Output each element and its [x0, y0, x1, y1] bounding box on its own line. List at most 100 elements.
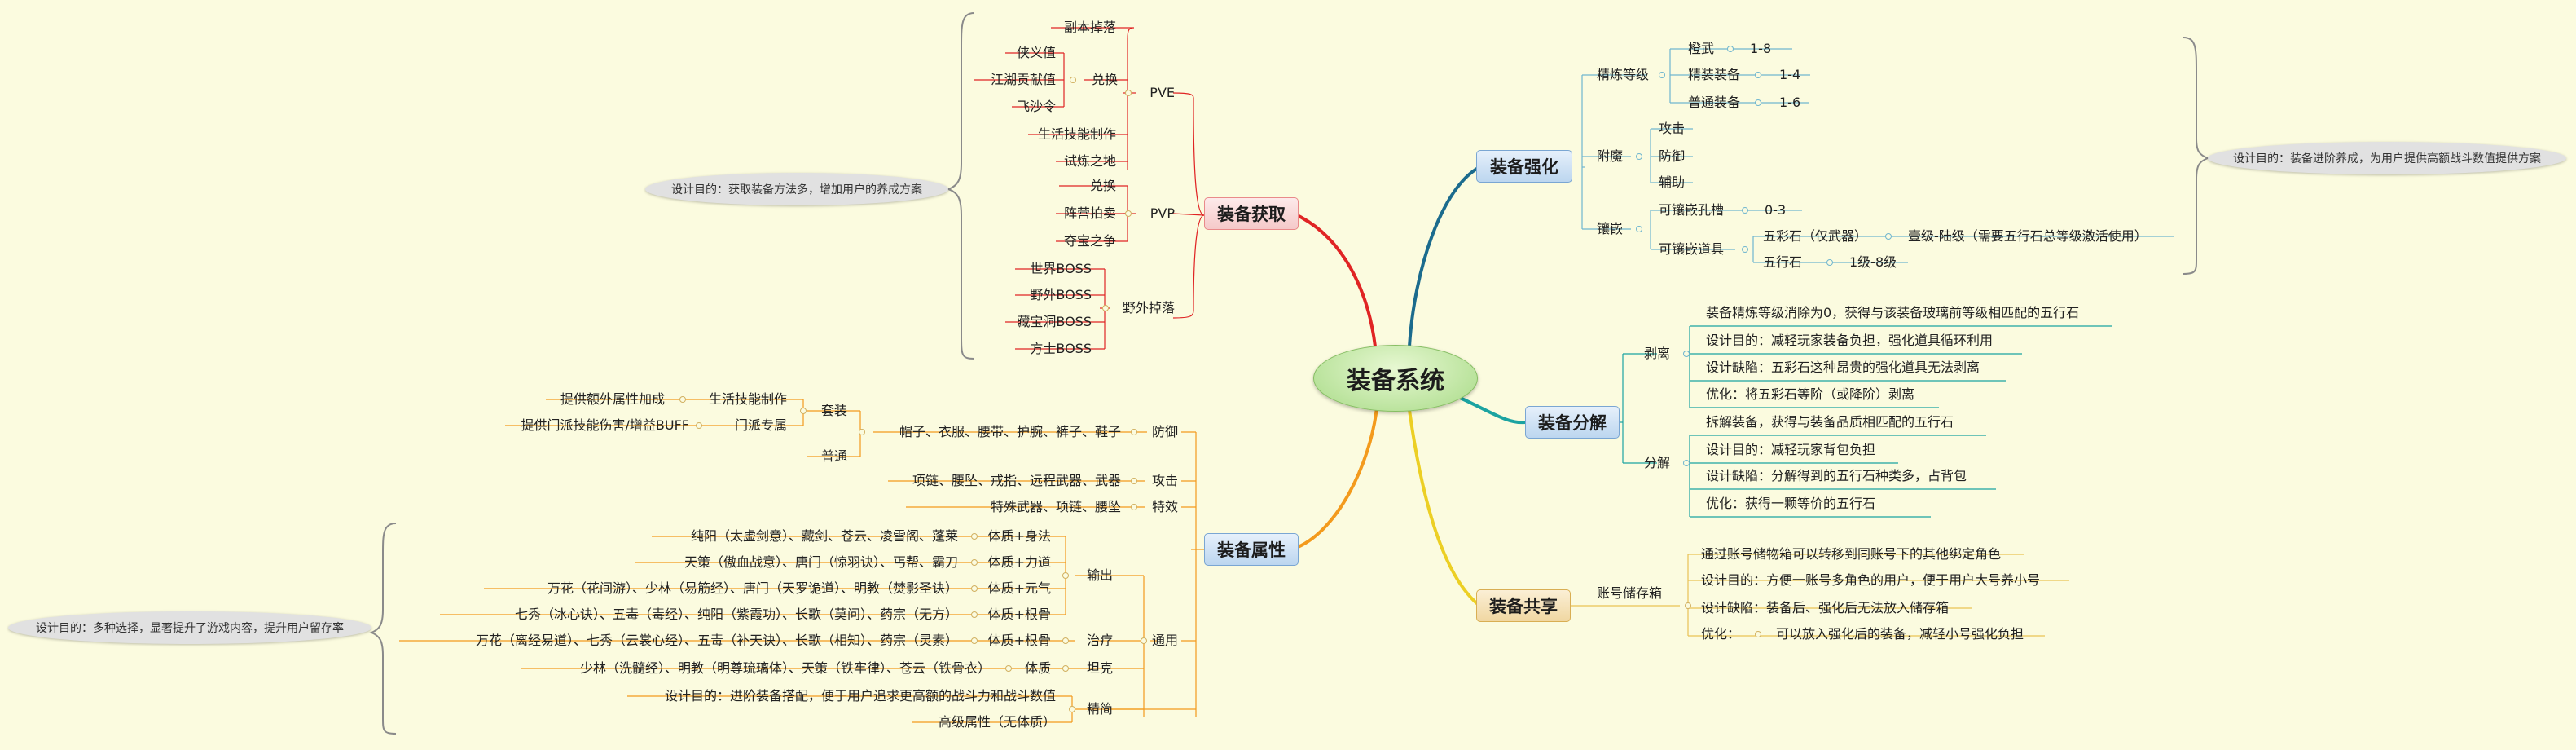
collapse-toggle[interactable]: [1069, 706, 1075, 712]
node-pve[interactable]: PVE: [1150, 85, 1175, 100]
leaf-heal-schools[interactable]: 万花（离经易道）、七秀（云裳心经）、五毒（补天诀）、长歌（相知）、药宗（灵素）: [475, 633, 958, 648]
leaf-share-purpose[interactable]: 设计目的：方便一账号多角色的用户，便于用户大号养小号: [1701, 572, 2041, 588]
callout-enhance[interactable]: 设计目的：装备进阶养成，为用户提供高额战斗数值提供方案: [2208, 142, 2566, 174]
leaf-special[interactable]: 特效: [1151, 499, 1178, 514]
collapse-toggle[interactable]: [1727, 46, 1734, 52]
leaf-normal-equip[interactable]: 普通装备: [1688, 95, 1741, 110]
collapse-toggle[interactable]: [1125, 210, 1132, 217]
topic-share[interactable]: 装备共享: [1476, 589, 1571, 622]
leaf-schools-agility[interactable]: 纯阳（太虚剑意）、藏剑、苍云、凌雪阁、蓬莱: [690, 528, 958, 544]
collapse-toggle[interactable]: [1683, 351, 1690, 357]
leaf-pvp-exchange[interactable]: 兑换: [1089, 178, 1116, 193]
collapse-toggle[interactable]: [1131, 478, 1137, 484]
node-refine[interactable]: 精简: [1086, 701, 1113, 717]
collapse-toggle[interactable]: [1062, 665, 1069, 672]
leaf-strip-optimize[interactable]: 优化：将五彩石等阶（或降阶）剥离: [1706, 386, 1915, 402]
leaf-attack[interactable]: 攻击: [1151, 473, 1178, 488]
collapse-toggle[interactable]: [1131, 429, 1137, 435]
leaf-treasure-fight[interactable]: 夺宝之争: [1063, 233, 1116, 249]
leaf-orange-weapon[interactable]: 橙武: [1688, 41, 1715, 56]
leaf-stat-agility[interactable]: 体质+身法: [987, 528, 1051, 544]
leaf-inlay-slots[interactable]: 可镶嵌孔槽: [1659, 202, 1725, 218]
collapse-toggle[interactable]: [1102, 305, 1109, 311]
leaf-defense[interactable]: 防御: [1151, 424, 1178, 439]
collapse-toggle[interactable]: [1755, 72, 1761, 78]
leaf-split-flaw[interactable]: 设计缺陷：分解得到的五行石种类多，占背包: [1706, 468, 1967, 483]
node-strip[interactable]: 剥离: [1644, 346, 1671, 361]
collapse-toggle[interactable]: [971, 611, 978, 618]
leaf-tank-stat[interactable]: 体质: [1024, 660, 1051, 676]
collapse-toggle[interactable]: [1141, 638, 1147, 644]
leaf-stat-spirit[interactable]: 体质+元气: [987, 580, 1051, 596]
node-suit[interactable]: 套装: [820, 403, 847, 418]
leaf-faction-auction[interactable]: 阵营拍卖: [1063, 205, 1116, 221]
leaf-orange-weapon-range[interactable]: 1-8: [1750, 41, 1772, 56]
leaf-suit-school[interactable]: 门派专属: [734, 417, 787, 433]
leaf-suit-life-craft-note[interactable]: 提供额外属性加成: [560, 391, 665, 407]
leaf-attack-items[interactable]: 项链、腰坠、戒指、远程武器、武器: [912, 473, 1121, 488]
leaf-split-optimize[interactable]: 优化：获得一颗等价的五行石: [1706, 496, 1876, 511]
topic-attr[interactable]: 装备属性: [1204, 533, 1299, 566]
leaf-schools-strength[interactable]: 天策（傲血战意）、唐门（惊羽诀）、丐帮、霸刀: [684, 554, 958, 570]
leaf-fine-equip[interactable]: 精装装备: [1688, 67, 1741, 82]
leaf-fivestone[interactable]: 五行石: [1763, 254, 1803, 270]
leaf-fivestone-range[interactable]: 1级-8级: [1849, 254, 1897, 270]
leaf-dungeon-drop[interactable]: 副本掉落: [1063, 20, 1116, 35]
node-tank[interactable]: 坦克: [1086, 660, 1113, 676]
leaf-schools-root[interactable]: 七秀（冰心诀）、五毒（毒经）、纯阳（紫霞功）、长歌（莫问）、药宗（无方）: [514, 607, 958, 622]
collapse-toggle[interactable]: [1636, 153, 1642, 160]
collapse-toggle[interactable]: [696, 422, 702, 429]
leaf-strip-purpose[interactable]: 设计目的：减轻玩家装备负担，强化道具循环利用: [1706, 333, 1994, 348]
leaf-fine-equip-range[interactable]: 1-4: [1779, 67, 1801, 82]
collapse-toggle[interactable]: [859, 429, 865, 435]
leaf-heal-stat[interactable]: 体质+根骨: [987, 633, 1051, 648]
leaf-refine-advanced[interactable]: 高级属性（无体质）: [938, 714, 1056, 730]
leaf-trial[interactable]: 试炼之地: [1063, 153, 1116, 169]
node-account-storage[interactable]: 账号储存箱: [1597, 585, 1663, 601]
leaf-share-optimize[interactable]: 可以放入强化后的装备，减轻小号强化负担: [1776, 626, 2024, 642]
callout-attr[interactable]: 设计目的：多种选择，显著提升了游戏内容，提升用户留存率: [8, 611, 371, 644]
leaf-stat-root[interactable]: 体质+根骨: [987, 607, 1051, 622]
leaf-exchange[interactable]: 兑换: [1091, 72, 1118, 87]
leaf-suit-school-note[interactable]: 提供门派技能伤害/增益BUFF: [521, 417, 690, 433]
topic-decompose[interactable]: 装备分解: [1525, 406, 1620, 439]
collapse-toggle[interactable]: [1636, 226, 1642, 232]
leaf-contribution[interactable]: 江湖贡献值: [990, 72, 1056, 87]
leaf-alchemist-boss[interactable]: 方士BOSS: [1030, 341, 1092, 356]
collapse-toggle[interactable]: [971, 533, 978, 540]
collapse-toggle[interactable]: [1683, 460, 1690, 466]
leaf-share-flaw[interactable]: 设计缺陷：装备后、强化后无法放入储存箱: [1701, 600, 1950, 615]
collapse-toggle[interactable]: [1826, 259, 1833, 266]
leaf-normal-equip-range[interactable]: 1-6: [1779, 95, 1801, 110]
collapse-toggle[interactable]: [800, 408, 807, 414]
collapse-toggle[interactable]: [1755, 631, 1761, 638]
leaf-world-boss[interactable]: 世界BOSS: [1030, 261, 1092, 276]
collapse-toggle[interactable]: [1885, 233, 1892, 240]
leaf-cave-boss[interactable]: 藏宝洞BOSS: [1017, 314, 1092, 329]
leaf-colorstone-note[interactable]: 壹级-陆级（需要五行石总等级激活使用）: [1908, 228, 2147, 244]
collapse-toggle[interactable]: [679, 396, 686, 403]
leaf-stat-strength[interactable]: 体质+力道: [987, 554, 1051, 570]
collapse-toggle[interactable]: [971, 585, 978, 592]
leaf-special-items[interactable]: 特殊武器、项链、腰坠: [990, 499, 1121, 514]
callout-acquire[interactable]: 设计目的：获取装备方法多，增加用户的养成方案: [645, 173, 948, 205]
node-refine-level[interactable]: 精炼等级: [1597, 67, 1650, 82]
leaf-strip-desc[interactable]: 装备精炼等级消除为0，获得与该装备玻璃前等级相匹配的五行石: [1706, 305, 2080, 320]
leaf-strip-flaw[interactable]: 设计缺陷：五彩石这种昂贵的强化道具无法剥离: [1706, 360, 1980, 375]
node-general[interactable]: 通用: [1151, 633, 1178, 648]
node-split[interactable]: 分解: [1644, 455, 1671, 470]
node-pvp[interactable]: PVP: [1150, 205, 1175, 221]
leaf-colorstone[interactable]: 五彩石（仅武器）: [1763, 228, 1868, 244]
leaf-field-boss[interactable]: 野外BOSS: [1030, 287, 1092, 302]
collapse-toggle[interactable]: [1685, 602, 1691, 609]
leaf-split-desc[interactable]: 拆解装备，获得与装备品质相匹配的五行石: [1706, 414, 1954, 430]
topic-acquire[interactable]: 装备获取: [1204, 197, 1299, 230]
leaf-share-optimize-label[interactable]: 优化：: [1701, 626, 1741, 642]
leaf-enchant-defense[interactable]: 防御: [1659, 148, 1686, 164]
leaf-refine-purpose[interactable]: 设计目的：进阶装备搭配，便于用户追求更高额的战斗力和战斗数值: [664, 688, 1056, 704]
collapse-toggle[interactable]: [1755, 99, 1761, 106]
leaf-share-desc[interactable]: 通过账号储物箱可以转移到同账号下的其他绑定角色: [1701, 546, 2002, 562]
leaf-inlay-items[interactable]: 可镶嵌道具: [1659, 241, 1725, 257]
node-inlay[interactable]: 镶嵌: [1597, 221, 1624, 236]
collapse-toggle[interactable]: [971, 559, 978, 566]
